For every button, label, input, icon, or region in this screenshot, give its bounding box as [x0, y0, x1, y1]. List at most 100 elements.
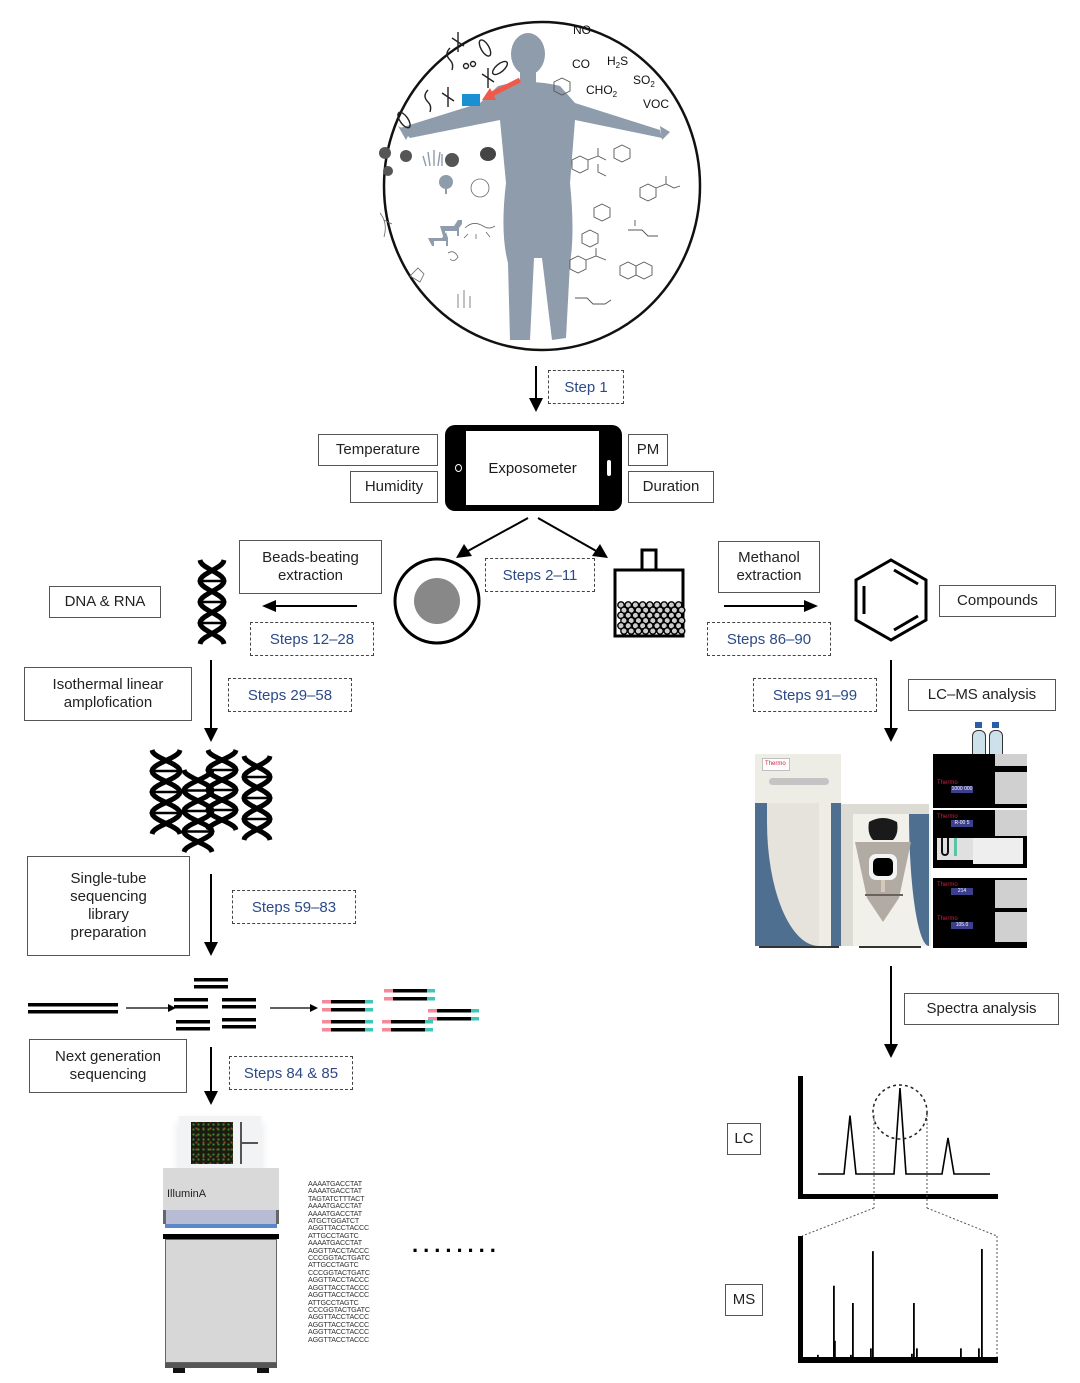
readout-module-1: 1000 000	[951, 786, 973, 793]
sequence-read: TAGTATCTTTACT	[308, 1193, 365, 1203]
genomic-dna-strand	[28, 1003, 118, 1007]
compounds-label: Compounds	[939, 585, 1056, 617]
adapter-right	[471, 1017, 479, 1021]
param-humidity: Humidity	[350, 471, 438, 503]
bead	[627, 627, 636, 635]
beads-beating-line1: Beads-beating	[262, 549, 359, 566]
genomic-dna-strand	[28, 1010, 118, 1014]
adapter-right	[365, 1028, 373, 1032]
ms-peak	[872, 1251, 874, 1357]
readout-module-2: R-00 5	[951, 820, 973, 827]
arrow-to-compounds	[724, 600, 818, 612]
adapter-left	[382, 1020, 391, 1024]
methanol-line1: Methanol	[738, 549, 800, 566]
sequence-read: ATTGCCTAGTC	[308, 1297, 359, 1307]
selected-peak-highlight	[872, 1084, 928, 1140]
ms-label: MS	[725, 1284, 763, 1316]
lcms-analysis-label: LC–MS analysis	[908, 679, 1056, 711]
steps-2-11-label: Steps 2–11	[485, 558, 595, 592]
amplification-line1: Isothermal linear	[52, 676, 164, 693]
library-line3: library	[88, 906, 129, 923]
bead-tube-icon	[613, 548, 686, 638]
sequence-read: AAAATGACCTAT	[308, 1201, 362, 1211]
adapter-right	[425, 1020, 433, 1024]
sequence-read: CCCGGTACTGATC	[308, 1267, 370, 1277]
adapter-right	[365, 1000, 373, 1004]
arrow-to-spectra	[884, 966, 898, 1058]
camera-icon	[455, 464, 462, 472]
sequence-read: AGGTTACCTACCC	[308, 1282, 370, 1292]
animal-icons	[428, 175, 462, 246]
exposometer-device: Exposometer	[445, 425, 622, 511]
param-duration: Duration	[628, 471, 714, 503]
library-insert	[391, 1028, 425, 1032]
ms-peak	[978, 1348, 980, 1357]
bead	[670, 627, 679, 635]
adapter-right	[425, 1028, 433, 1032]
sequence-read: AGGTTACCTACCC	[308, 1245, 370, 1255]
arrow-dna-to-amplified	[204, 660, 218, 742]
sequence-read: AGGTTACCTACCC	[308, 1327, 370, 1337]
library-insert	[331, 1008, 365, 1012]
dna-rna-label: DNA & RNA	[49, 586, 161, 618]
ms-peak	[833, 1285, 835, 1357]
dna-fragment	[194, 985, 228, 989]
ms-peak	[817, 1354, 819, 1357]
steps-86-90-label: Steps 86–90	[707, 622, 831, 656]
sequence-read: ATGCTGGATCT	[308, 1216, 360, 1226]
steps-91-99-label: Steps 91–99	[753, 678, 877, 712]
adapter-left	[322, 1008, 331, 1012]
ms-x-axis	[798, 1357, 998, 1363]
readout-module-4: 105.0	[951, 922, 973, 929]
ms-y-axis	[798, 1236, 803, 1362]
dna-fragment	[174, 998, 208, 1002]
exposometer-screen: Exposometer	[466, 431, 599, 505]
gas-label-no: NO	[573, 23, 591, 37]
arrow-head	[168, 1004, 176, 1012]
arrow-head	[310, 1004, 318, 1012]
arrow-to-sequencer	[204, 1047, 218, 1105]
param-pm: PM	[628, 434, 668, 466]
ms-peak	[981, 1249, 983, 1357]
beads-beating-line2: extraction	[277, 567, 344, 584]
branch-arrows	[456, 517, 608, 558]
solvent-bottles-icon	[970, 722, 1006, 756]
library-line4: preparation	[70, 924, 147, 941]
more-reads-ellipsis: ........	[412, 1232, 501, 1257]
pollen-icons	[379, 147, 496, 176]
sequence-read: ATTGCCTAGTC	[308, 1260, 359, 1270]
thermo-label-module-1: Thermo	[937, 780, 958, 786]
adapter-right	[365, 1020, 373, 1024]
home-button-icon	[607, 460, 611, 476]
lc-y-axis	[798, 1076, 803, 1198]
thermo-label-module-4: Thermo	[937, 916, 958, 922]
dna-fragment	[222, 1018, 256, 1022]
sequence-read: AGGTTACCTACCC	[308, 1275, 370, 1285]
ms-peak	[911, 1353, 913, 1357]
ngs-box: Next generation sequencing	[29, 1039, 187, 1093]
library-insert	[437, 1009, 471, 1013]
adapter-right	[471, 1009, 479, 1013]
ms-peak	[913, 1303, 915, 1357]
chemical-structure-icons	[553, 77, 681, 305]
library-insert	[331, 1000, 365, 1004]
gas-label-so2: SO2	[633, 73, 655, 89]
grass-icon	[422, 150, 443, 167]
lc-x-axis	[798, 1194, 998, 1199]
bead	[641, 627, 650, 635]
adapter-left	[428, 1009, 437, 1013]
library-line1: Single-tube	[70, 870, 147, 887]
ngs-line2: sequencing	[69, 1066, 147, 1083]
bead	[648, 627, 657, 635]
library-insert	[391, 1020, 425, 1024]
adapter-left	[322, 1028, 331, 1032]
dna-fragment	[176, 1020, 210, 1024]
lc-label: LC	[727, 1123, 761, 1155]
sequence-read: AAAATGACCTAT	[308, 1186, 362, 1196]
sequence-read: AAAATGACCTAT	[308, 1208, 362, 1218]
library-insert	[393, 997, 427, 1001]
dna-fragment	[176, 1027, 210, 1031]
exposure-circle: NO CO H2S SO2 CHO2 VOC	[379, 20, 702, 352]
step-1-label: Step 1	[548, 370, 624, 404]
methanol-line2: extraction	[736, 567, 802, 584]
